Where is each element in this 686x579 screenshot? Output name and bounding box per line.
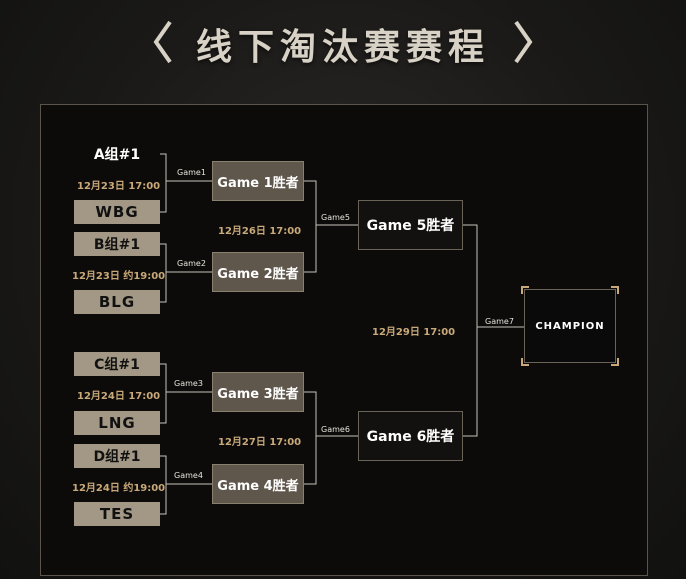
chevron-right-icon: [514, 20, 533, 64]
connector-game4-pair: [160, 455, 167, 515]
chevron-left-icon: [153, 20, 172, 64]
game-label-4: Game4: [174, 471, 203, 480]
game-label-6: Game6: [321, 425, 350, 434]
champion-box: CHAMPION: [524, 289, 616, 363]
game1-winner-box: Game 1胜者: [212, 161, 304, 201]
match-date-game7: 12月29日 17:00: [372, 327, 456, 338]
game-label-3: Game3: [174, 379, 203, 388]
connector-game3-pair: [160, 363, 167, 424]
connector-game6-pair: [304, 391, 317, 485]
connector-game5-pair: [304, 180, 317, 273]
seed-c1: C组#1: [74, 352, 160, 376]
connector-game1-pair: [160, 153, 167, 213]
connector-game2-pair: [160, 243, 167, 303]
seed-a1: A组#1: [93, 147, 141, 163]
game2-winner-box: Game 2胜者: [212, 252, 304, 292]
game4-winner-box: Game 4胜者: [212, 464, 304, 504]
game3-winner-box: Game 3胜者: [212, 372, 304, 412]
champion-frame-accents: [521, 286, 619, 366]
game-label-7: Game7: [485, 317, 514, 326]
game5-winner-box: Game 5胜者: [358, 200, 463, 250]
team-tes: TES: [74, 502, 160, 526]
match-date-game4: 12月24日 约19:00: [72, 483, 166, 494]
game6-winner-box: Game 6胜者: [358, 411, 463, 461]
seed-d1: D组#1: [74, 444, 160, 468]
header: 线下淘汰赛赛程: [0, 0, 686, 80]
seed-b1: B组#1: [74, 232, 160, 256]
team-blg: BLG: [74, 290, 160, 314]
connector-game7-pair: [463, 224, 478, 437]
match-date-game5: 12月26日 17:00: [218, 226, 302, 237]
match-date-game3: 12月24日 17:00: [77, 391, 161, 402]
game-label-2: Game2: [177, 259, 206, 268]
page-title: 线下淘汰赛赛程: [195, 27, 490, 68]
game-label-5: Game5: [321, 213, 350, 222]
game-label-1: Game1: [177, 168, 206, 177]
match-date-game2: 12月23日 约19:00: [72, 271, 166, 282]
match-date-game1: 12月23日 17:00: [77, 181, 161, 192]
team-lng: LNG: [74, 411, 160, 435]
team-wbg: WBG: [74, 200, 160, 224]
match-date-game6: 12月27日 17:00: [218, 437, 302, 448]
